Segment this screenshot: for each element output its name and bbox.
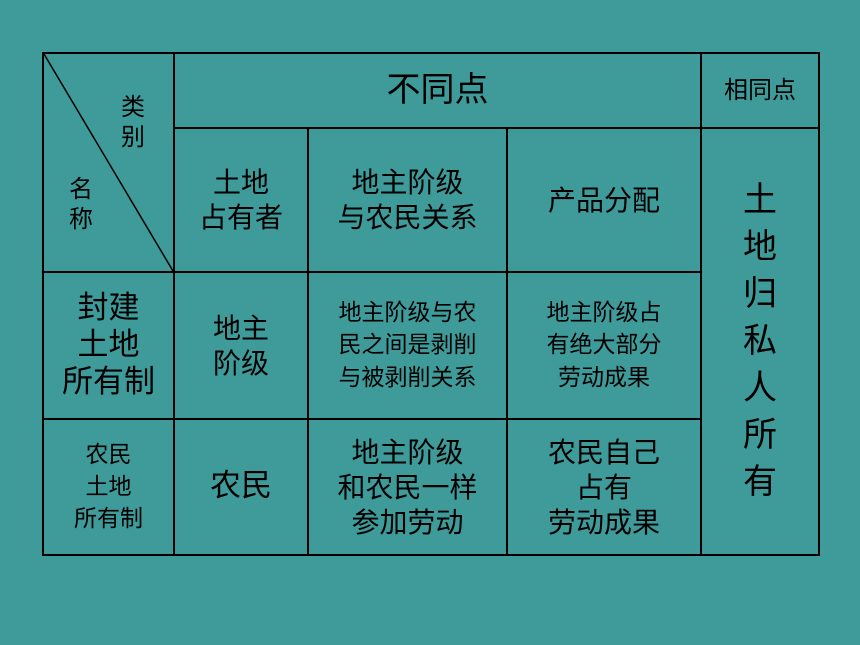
stacked-char: 有 [743, 462, 778, 502]
stacked-char: 土 [743, 180, 778, 220]
stacked-char: 人 [743, 368, 778, 408]
corner-char: 称 [69, 205, 93, 233]
similarity-cell: 土地归私人所有 [700, 127, 821, 556]
corner-cell: 类别 名称 [42, 52, 175, 273]
corner-char: 名 [69, 175, 93, 203]
differences-header: 不同点 [172, 52, 703, 129]
corner-char: 别 [121, 123, 145, 151]
comparison-table: 类别 名称 不同点 相同点 土地 占有者 地主阶级 与农民关系 产品分配 土地归… [42, 52, 821, 556]
land-owner-peasant: 农民 [173, 418, 309, 556]
stacked-char: 私 [743, 321, 778, 361]
relation-peasant: 地主阶级 和农民一样 参加劳动 [307, 418, 508, 556]
stacked-char: 地 [743, 227, 778, 267]
stacked-char: 归 [743, 274, 778, 314]
corner-char: 类 [121, 93, 145, 121]
land-owner-feudal: 地主 阶级 [173, 271, 309, 420]
row-name-peasant: 农民 土地 所有制 [42, 418, 175, 556]
distribution-header: 产品分配 [505, 127, 703, 273]
corner-name-label: 名称 [67, 174, 95, 234]
similarity-text: 土地归私人所有 [702, 177, 818, 506]
distribution-peasant: 农民自己 占有 劳动成果 [505, 418, 703, 556]
comparison-table-container: 类别 名称 不同点 相同点 土地 占有者 地主阶级 与农民关系 产品分配 土地归… [42, 52, 821, 556]
relation-feudal: 地主阶级与农 民之间是剥削 与被剥削关系 [307, 271, 508, 420]
relation-header: 地主阶级 与农民关系 [307, 127, 508, 273]
distribution-feudal: 地主阶级占 有绝大部分 劳动成果 [505, 271, 703, 420]
land-owner-header: 土地 占有者 [173, 127, 309, 273]
stacked-char: 所 [743, 415, 778, 455]
corner-category-label: 类别 [119, 92, 147, 152]
diagonal-line [44, 54, 173, 271]
similarity-header: 相同点 [700, 52, 821, 129]
row-name-feudal: 封建 土地 所有制 [42, 271, 175, 420]
